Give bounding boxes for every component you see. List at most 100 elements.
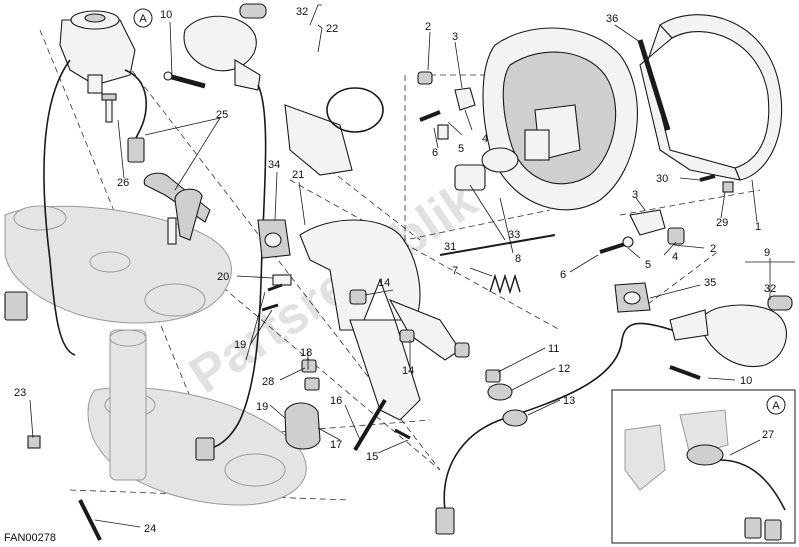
callout-21: 21	[292, 169, 304, 181]
rubber-bushing	[257, 219, 291, 259]
fastener	[301, 359, 317, 373]
callout-6: 6	[560, 269, 566, 281]
callout-33: 33	[508, 229, 520, 241]
signal-right-wire	[443, 322, 673, 511]
callout-26: 26	[117, 177, 129, 189]
callout-19: 19	[234, 339, 246, 351]
fastener	[272, 274, 292, 286]
headlight-unit	[482, 27, 638, 211]
callout-11: 11	[548, 343, 559, 355]
relay	[284, 402, 321, 450]
callout-10: 10	[740, 375, 752, 387]
callout-9: 9	[764, 247, 770, 259]
callout-leaders	[29, 4, 795, 528]
headlight-mount-plate	[284, 104, 353, 176]
bolt	[163, 71, 206, 89]
callout-29: 29	[716, 217, 728, 229]
reference-marker-a: A	[133, 8, 153, 28]
ignition-keys	[143, 172, 211, 245]
washer	[622, 236, 634, 248]
headlight-bulb	[454, 147, 519, 191]
bolt	[669, 365, 701, 380]
callout-35: 35	[704, 277, 716, 289]
callout-28: 28	[262, 376, 274, 388]
callout-3: 3	[632, 189, 638, 201]
callout-14: 14	[378, 277, 390, 289]
nut	[485, 369, 501, 383]
callout-24: 24	[144, 523, 156, 535]
adjuster-rod	[439, 234, 556, 256]
callout-8: 8	[515, 253, 521, 265]
clip	[394, 428, 411, 440]
inset-panel: A	[611, 389, 796, 544]
connector	[127, 137, 145, 163]
callout-31: 31	[444, 241, 456, 253]
callout-20: 20	[217, 271, 229, 283]
callout-12: 12	[558, 363, 570, 375]
callout-27: 27	[762, 429, 774, 441]
callout-32: 32	[764, 283, 776, 295]
callout-18: 18	[300, 347, 312, 359]
callout-10: 10	[160, 9, 172, 21]
headlight-bracket	[299, 219, 470, 421]
callout-32: 32	[296, 6, 308, 18]
callout-2: 2	[425, 21, 431, 33]
callout-1: 1	[755, 221, 761, 233]
nut	[722, 181, 734, 193]
ignition-switch	[59, 10, 136, 94]
bracket-clip	[629, 209, 666, 236]
gasket-ring	[326, 87, 384, 133]
callout-13: 13	[563, 395, 575, 407]
grommet	[502, 409, 528, 427]
callout-7: 7	[452, 265, 458, 277]
headlight-rim	[639, 14, 783, 181]
callout-4: 4	[672, 251, 678, 263]
callout-5: 5	[458, 143, 464, 155]
callout-2: 2	[710, 243, 716, 255]
connector	[4, 291, 28, 321]
callout-25: 25	[216, 109, 228, 121]
turn-signal-right	[669, 295, 793, 367]
screw	[437, 124, 449, 140]
callout-22: 22	[326, 23, 338, 35]
bolt	[78, 499, 102, 541]
grommet	[487, 383, 513, 401]
callout-17: 17	[330, 439, 342, 451]
turn-signal-left	[183, 3, 267, 91]
fastener	[261, 303, 279, 312]
screw	[417, 71, 433, 85]
connector	[195, 437, 215, 461]
callout-3: 3	[452, 31, 458, 43]
screw	[101, 93, 117, 123]
inset-label: A	[772, 400, 780, 412]
connector	[435, 507, 455, 535]
callout-15: 15	[366, 451, 378, 463]
spring	[489, 273, 521, 295]
clip	[454, 87, 476, 111]
rubber-bushing	[614, 282, 651, 313]
bolt	[27, 435, 41, 449]
fastener	[304, 377, 320, 391]
ignition-branch-wire	[124, 69, 147, 141]
screw	[599, 242, 626, 254]
callout-30: 30	[656, 173, 668, 185]
fastener	[267, 283, 283, 292]
callout-4: 4	[482, 133, 488, 145]
callout-5: 5	[645, 259, 651, 271]
bolt	[353, 398, 387, 452]
screw	[699, 174, 716, 182]
rubber-strip	[637, 39, 671, 131]
signal-left-wire	[204, 84, 267, 449]
screw	[419, 110, 441, 122]
callout-34: 34	[268, 159, 280, 171]
spacer	[667, 227, 685, 245]
callout-19: 19	[256, 401, 268, 413]
svg-text:A: A	[139, 13, 147, 25]
ignition-harness	[43, 59, 76, 356]
callout-labels: 1 2 2 3 3 4 4 5 5 6 6 7 8 9 10 10 11 12 …	[14, 6, 776, 535]
callout-36: 36	[606, 13, 618, 25]
callout-14: 14	[402, 365, 414, 377]
callout-6: 6	[432, 147, 438, 159]
callout-23: 23	[14, 387, 26, 399]
